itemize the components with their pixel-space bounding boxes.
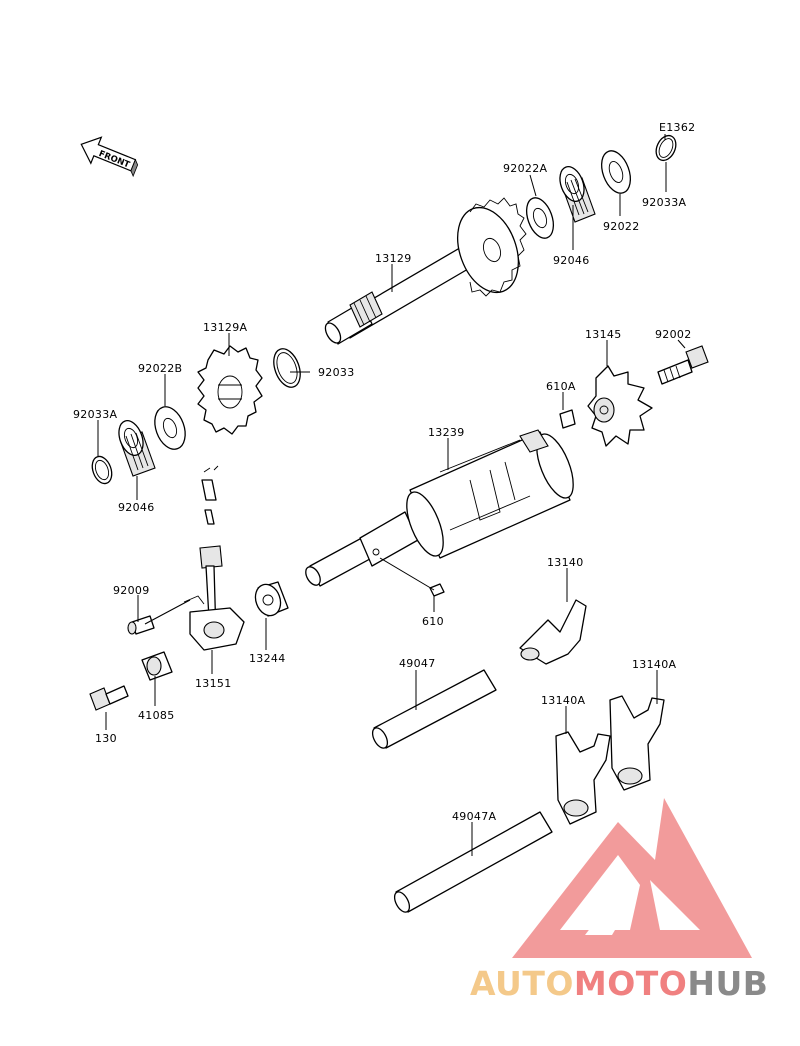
watermark-triangle-icon: [512, 798, 752, 958]
bolt-130: [89, 685, 129, 711]
shift-cam-13145: [587, 365, 653, 447]
watermark-moto: MOTO: [574, 964, 687, 1003]
label-49047: 49047: [399, 657, 436, 670]
label-13244: 13244: [249, 652, 286, 665]
needle-bearing-92046-top: [559, 166, 596, 223]
bolt-92009: [127, 615, 155, 635]
shift-fork-13140: [519, 599, 587, 665]
guide-41085: [141, 651, 173, 681]
washer-92022b: [154, 406, 186, 450]
label-13140a-right: 13140A: [632, 658, 676, 671]
snap-ring-92033a-left: [91, 455, 113, 485]
wire-connector: [201, 465, 219, 525]
label-13129: 13129: [375, 252, 412, 265]
label-13140: 13140: [547, 556, 584, 569]
part-labels: E1362 92033A 92022 92022A 92046 13129 13…: [73, 121, 695, 823]
bolt-92002: [657, 345, 709, 385]
watermark-hub: HUB: [687, 964, 768, 1003]
fork-shaft-49047a: [393, 811, 553, 913]
label-13239: 13239: [428, 426, 465, 439]
snap-ring-92033: [273, 348, 301, 388]
label-92046-top: 92046: [553, 254, 590, 267]
label-41085: 41085: [138, 709, 175, 722]
label-92046-left: 92046: [118, 501, 155, 514]
washer-92022a: [525, 197, 555, 239]
pin-610a: [559, 409, 576, 429]
label-13140a-left: 13140A: [541, 694, 585, 707]
leader-lines: [97, 134, 686, 856]
label-13151: 13151: [195, 677, 232, 690]
collar-13244: [254, 581, 289, 617]
label-92033a-top: 92033A: [642, 196, 686, 209]
label-610a: 610A: [546, 380, 576, 393]
needle-bearing-92046-left: [118, 420, 156, 477]
pin-610: [429, 583, 445, 597]
label-610: 610: [422, 615, 444, 628]
gear-13129a: [197, 345, 263, 435]
shaft-13129: [324, 197, 527, 345]
label-92022-top: 92022: [603, 220, 640, 233]
shift-lever-13151: [183, 545, 245, 651]
label-92009: 92009: [113, 584, 150, 597]
label-92033: 92033: [318, 366, 355, 379]
label-130: 130: [95, 732, 117, 745]
label-13145: 13145: [585, 328, 622, 341]
shift-fork-13140a-left: [555, 731, 611, 825]
label-92002: 92002: [655, 328, 692, 341]
watermark-auto: AUTO: [470, 964, 574, 1003]
label-13129a: 13129A: [203, 321, 247, 334]
shift-fork-13140a-right: [609, 695, 665, 791]
washer-92022-top: [601, 150, 631, 194]
watermark-text: AUTOMOTOHUB: [470, 964, 768, 1003]
shift-drum-13239: [305, 429, 574, 587]
snap-ring-92033a-top: [655, 134, 677, 162]
watermark-logo: [512, 798, 752, 958]
label-92022a: 92022A: [503, 162, 547, 175]
diagram-code: E1362: [659, 121, 695, 134]
front-arrow-icon: FRONT: [80, 136, 139, 178]
label-92022b: 92022B: [138, 362, 182, 375]
label-49047a: 49047A: [452, 810, 496, 823]
watermark-inner-shape: [585, 892, 630, 935]
label-92033a-left: 92033A: [73, 408, 117, 421]
fork-shaft-49047: [371, 669, 497, 749]
